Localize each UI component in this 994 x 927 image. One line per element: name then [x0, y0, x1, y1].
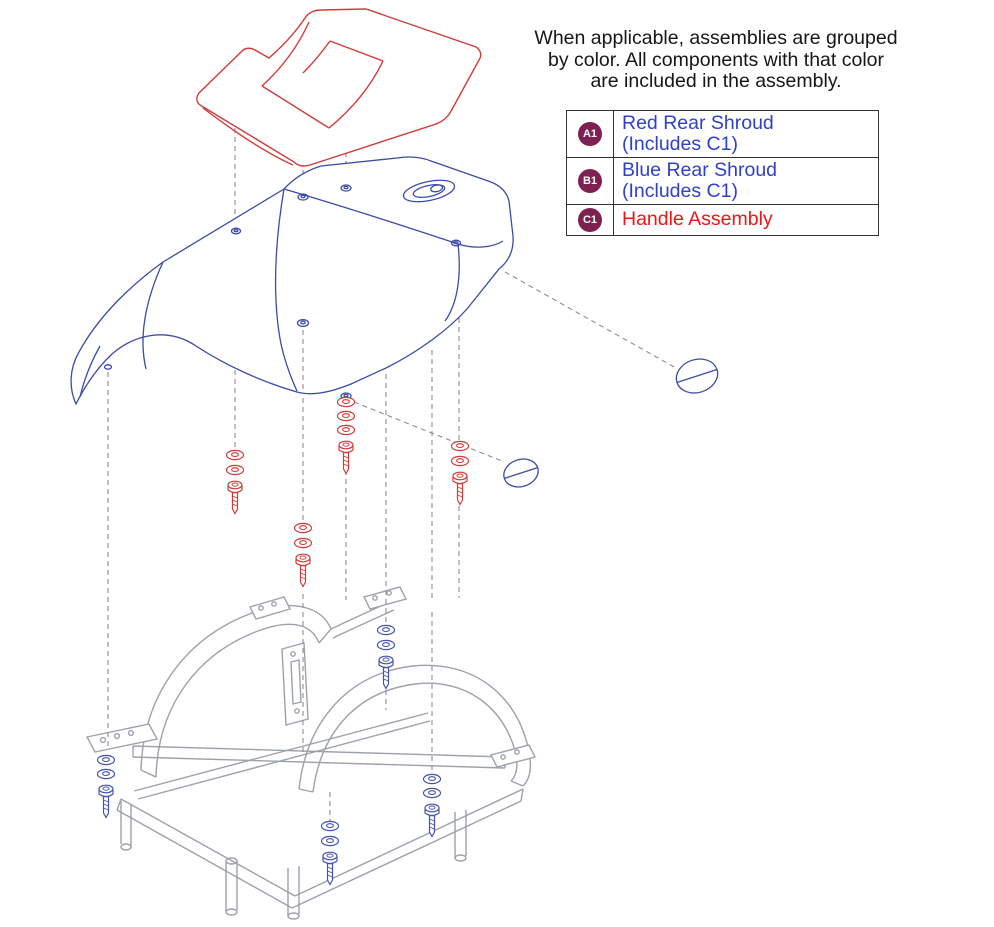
shroud-handle-recess — [402, 179, 456, 203]
cap-small — [503, 458, 539, 488]
legend-label-line[interactable]: Red Rear Shroud — [622, 111, 774, 134]
legend-row-c1: C1 Handle Assembly — [567, 205, 878, 235]
badge-b1: B1 — [578, 169, 602, 193]
projection-lines — [107, 128, 677, 822]
badge-cell-c1: C1 — [567, 205, 614, 235]
grouping-note-line-3: are included in the assembly. — [590, 70, 842, 92]
grouping-note-line-2: by color. All components with that color — [547, 48, 884, 71]
rear-shroud-part — [70, 156, 514, 406]
legend-label-line[interactable]: Handle Assembly — [622, 208, 773, 231]
legend-label-red-rear-shroud[interactable]: Red Rear Shroud (Includes C1) — [614, 110, 782, 159]
badge-cell-a1: A1 — [567, 111, 614, 157]
badge-cell-b1: B1 — [567, 158, 614, 204]
handle-assembly-part — [196, 8, 482, 167]
badge-a1: A1 — [578, 122, 602, 146]
legend-label-line[interactable]: (Includes C1) — [622, 133, 738, 155]
grouping-note-line-1: When applicable, assemblies are grouped — [534, 27, 898, 49]
legend-label-line[interactable]: (Includes C1) — [622, 180, 738, 202]
legend-row-b1: B1 Blue Rear Shroud (Includes C1) — [567, 158, 878, 205]
legend-label-blue-rear-shroud[interactable]: Blue Rear Shroud (Includes C1) — [614, 157, 785, 206]
cap-large — [675, 358, 719, 394]
legend-label-line[interactable]: Blue Rear Shroud — [622, 158, 778, 181]
base-frame-part — [85, 586, 537, 920]
grouping-note: When applicable, assemblies are grouped … — [500, 27, 932, 93]
legend-row-a1: A1 Red Rear Shroud (Includes C1) — [567, 111, 878, 158]
legend-label-handle-assembly[interactable]: Handle Assembly — [614, 207, 781, 233]
assembly-legend: A1 Red Rear Shroud (Includes C1) B1 Blue… — [566, 110, 879, 236]
badge-c1: C1 — [578, 208, 602, 232]
